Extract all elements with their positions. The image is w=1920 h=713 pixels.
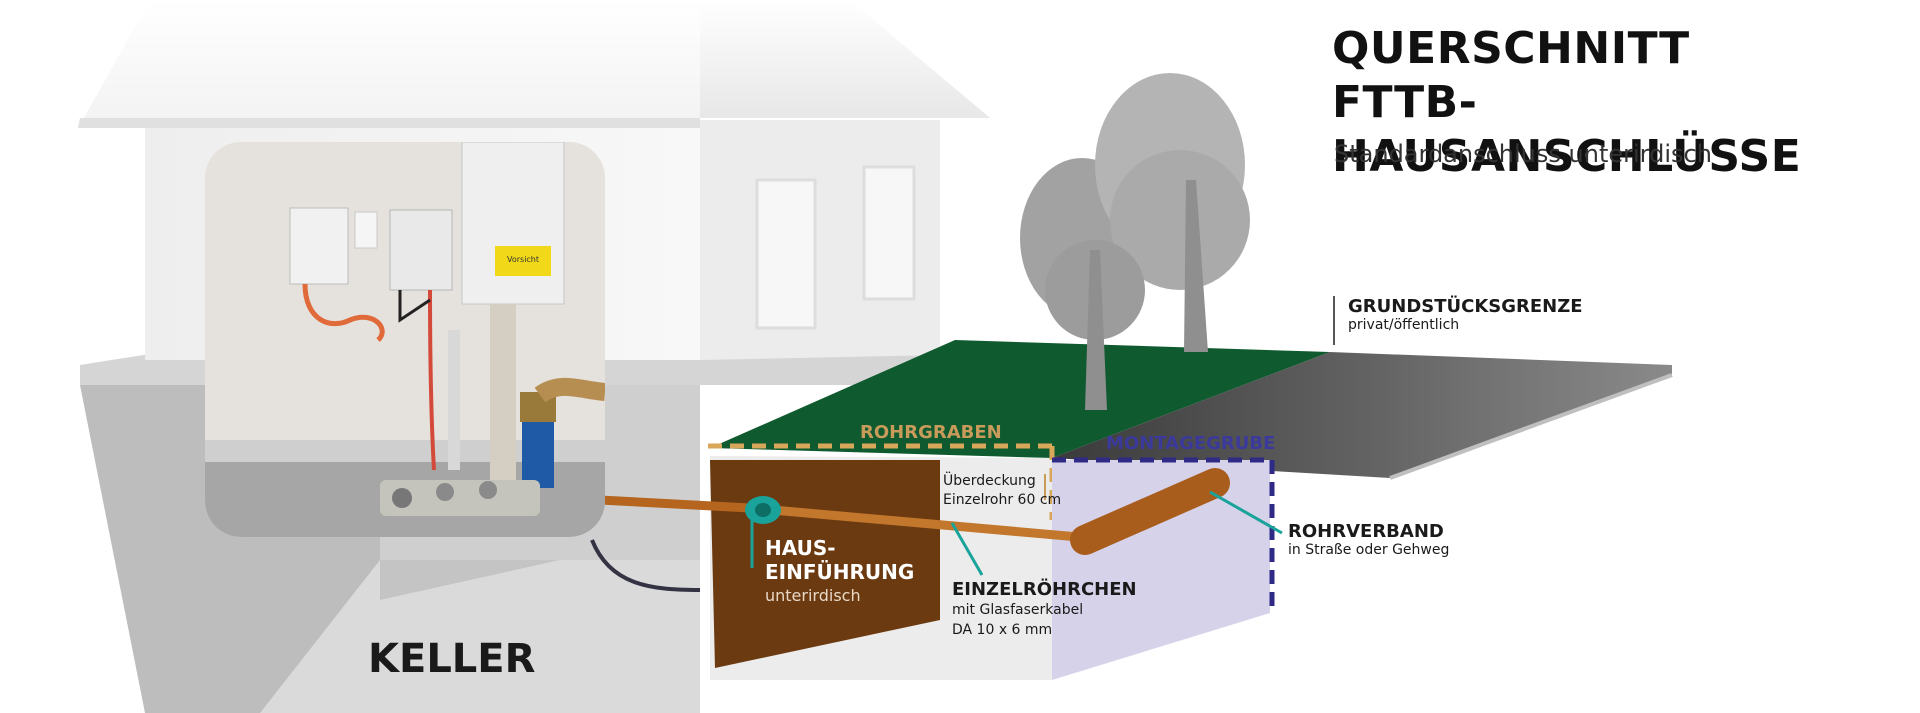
- pipes: [590, 468, 1230, 592]
- sticker-text: Vorsicht: [507, 255, 539, 264]
- window-right: [862, 165, 916, 301]
- rohrverband-sub: in Straße oder Gehweg: [1288, 542, 1450, 558]
- rohrverband-title: ROHRVERBAND: [1288, 521, 1444, 542]
- cable-loop: [590, 539, 701, 592]
- callout-rohrverband: [1209, 490, 1283, 535]
- grundstuecksgrenze-title: GRUNDSTÜCKSGRENZE: [1348, 296, 1583, 317]
- title-line-1: QUERSCHNITT: [1332, 23, 1690, 74]
- blue-pipe: [522, 418, 554, 488]
- page-subtitle: Standardanschluss unterirdisch: [1334, 140, 1712, 168]
- lawn: [710, 340, 1330, 458]
- pipe-vertical: [490, 304, 516, 480]
- hauseinfuehrung-line-2: EINFÜHRUNG: [765, 560, 915, 584]
- fiber-box: [289, 207, 349, 285]
- label-hauseinfuehrung: HAUS- EINFÜHRUNG unterirdisch: [765, 536, 914, 608]
- ueberdeckung-line-1: Überdeckung: [943, 473, 1036, 489]
- floor-entry-plate: [380, 480, 540, 516]
- grundstuecksgrenze-sub: privat/öffentlich: [1348, 317, 1460, 333]
- ueberdeckung-line-2: Einzelrohr 60 cm: [943, 492, 1062, 508]
- callouts: [750, 296, 1335, 576]
- label-einzelroehrchen: EINZELRÖHRCHEN mit Glasfaserkabel DA 10 …: [952, 580, 1137, 640]
- road-edge: [1389, 373, 1673, 480]
- callout-einzelroehrchen: [950, 522, 984, 576]
- hauseinfuehrung-sub: unterirdisch: [765, 586, 861, 605]
- trees: [1020, 73, 1250, 410]
- duct-bundle: [1070, 468, 1230, 555]
- road: [1052, 352, 1672, 478]
- page-title: QUERSCHNITT FTTB-HAUSANSCHLÜSSE: [1332, 22, 1920, 184]
- einzelroehrchen-line-1: mit Glasfaserkabel: [952, 602, 1084, 618]
- single-duct-pipe: [749, 503, 1091, 543]
- warning-sticker: [495, 246, 551, 276]
- meter-cabinet: [461, 142, 565, 305]
- junction-box: [389, 209, 453, 291]
- house-duct-pipe: [599, 495, 751, 513]
- label-rohrgraben: ROHRGRABEN: [860, 422, 1002, 443]
- basement-photo: Vorsicht: [205, 142, 605, 537]
- einzelroehrchen-title: EINZELRÖHRCHEN: [952, 579, 1137, 600]
- einzelroehrchen-line-2: DA 10 x 6 mm: [952, 622, 1053, 638]
- wall-socket: [354, 211, 378, 249]
- label-grundstuecksgrenze: GRUNDSTÜCKSGRENZE privat/öffentlich: [1348, 296, 1583, 333]
- label-rohrverband: ROHRVERBAND in Straße oder Gehweg: [1288, 521, 1449, 558]
- label-ueberdeckung: Überdeckung Einzelrohr 60 cm: [943, 472, 1061, 510]
- label-montagegrube: MONTAGEGRUBE: [1106, 433, 1276, 454]
- label-keller: KELLER: [368, 636, 536, 682]
- window-left: [755, 178, 817, 330]
- title-line-2: FTTB-HAUSANSCHLÜSSE: [1332, 77, 1802, 182]
- hauseinfuehrung-line-1: HAUS-: [765, 536, 836, 560]
